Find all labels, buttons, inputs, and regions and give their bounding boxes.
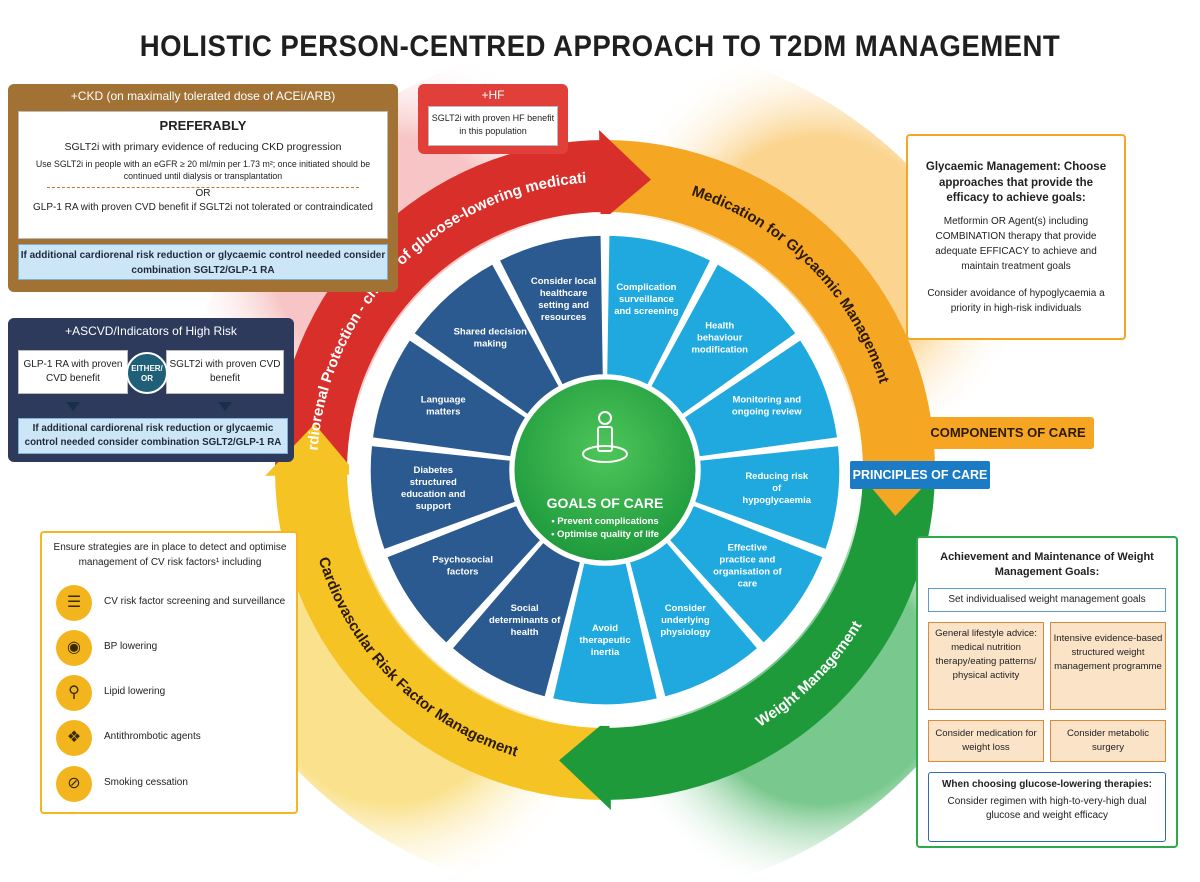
weight-arrow-tip — [559, 717, 611, 810]
clipboard-icon: ☰ — [56, 585, 92, 621]
weight-medication-box: Consider medication for weight loss — [928, 720, 1044, 762]
weight-set-goals: Set individualised weight management goa… — [928, 588, 1166, 612]
cv-risk-item: ⊘ Smoking cessation — [56, 766, 286, 806]
weight-ring-segment — [605, 470, 935, 800]
glycaemic-panel: Glycaemic Management: Choose approaches … — [906, 134, 1126, 340]
ckd-line-2: Use SGLT2i in people with an eGFR ≥ 20 m… — [35, 159, 371, 181]
weight-choosing-box: When choosing glucose-lowering therapies… — [928, 772, 1166, 842]
ckd-combination-box: If additional cardiorenal risk reduction… — [18, 244, 388, 280]
ascvd-sglt2i-box: SGLT2i with proven CVD benefit — [166, 350, 284, 394]
ckd-header: +CKD (on maximally tolerated dose of ACE… — [70, 89, 336, 103]
ckd-line-1: SGLT2i with primary evidence of reducing… — [64, 141, 342, 153]
cv-risk-item-label: Antithrombotic agents — [104, 731, 201, 742]
weight-choosing-body: Consider regimen with high-to-very-high … — [947, 795, 1147, 822]
principle-segment — [371, 338, 528, 458]
principle-segment — [385, 504, 542, 645]
cardiorenal-ring-segment — [275, 140, 605, 470]
principle-segment — [412, 262, 561, 416]
principle-segment — [498, 234, 605, 387]
cv-risk-item: ⚲ Lipid lowering — [56, 675, 286, 715]
glycaemic-body-1: Metformin OR Agent(s) including COMBINAT… — [935, 216, 1097, 272]
principle-segment — [628, 541, 760, 699]
arrow-down-icon — [66, 402, 80, 411]
blood-pressure-icon: ◉ — [56, 630, 92, 666]
lipid-icon: ⚲ — [56, 675, 92, 711]
weight-intensive-box: Intensive evidence-based structured weig… — [1050, 622, 1166, 710]
pill-icon: ❖ — [56, 720, 92, 756]
cv-risk-item-label: Lipid lowering — [104, 686, 166, 697]
principle-segment — [450, 541, 582, 699]
glycaemic-ring-segment — [605, 140, 935, 470]
ckd-divider — [47, 186, 359, 188]
ckd-preferably-box: PREFERABLY SGLT2i with primary evidence … — [18, 111, 388, 239]
goals-title: GOALS OF CARE — [547, 495, 664, 511]
principle-segment — [551, 561, 659, 706]
principle-segment — [668, 504, 825, 645]
goals-item: • Optimise quality of life — [551, 529, 659, 540]
glycaemic-body-2: Consider avoidance of hypoglycaemia a pr… — [927, 288, 1105, 314]
person-icon — [582, 411, 628, 463]
principles-of-care-label: PRINCIPLES OF CARE — [850, 461, 990, 489]
either-or-badge: EITHER/ OR — [126, 352, 168, 394]
principle-segment — [369, 444, 517, 551]
weight-panel: Achievement and Maintenance of Weight Ma… — [916, 536, 1178, 848]
principle-segment — [649, 262, 798, 416]
ascvd-glp1-box: GLP-1 RA with proven CVD benefit — [18, 350, 128, 394]
hf-body: SGLT2i with proven HF benefit in this po… — [428, 106, 558, 146]
cv-arrow-tip — [265, 424, 358, 476]
glycaemic-heading: Glycaemic Management: Choose approaches … — [925, 161, 1107, 205]
cv-risk-item: ❖ Antithrombotic agents — [56, 720, 286, 760]
ascvd-header: +ASCVD/Indicators of High Risk — [65, 324, 237, 338]
cv-risk-item: ☰ CV risk factor screening and surveilla… — [56, 585, 286, 625]
principle-segment — [682, 338, 839, 458]
page-title: HOLISTIC PERSON-CENTRED APPROACH TO T2DM… — [139, 30, 1061, 63]
principle-segment — [605, 234, 712, 387]
ckd-preferably-label: PREFERABLY — [159, 118, 247, 133]
cardiorenal-arrow-tip — [599, 130, 651, 223]
ascvd-panel: +ASCVD/Indicators of High Risk GLP-1 RA … — [8, 318, 294, 462]
weight-heading: Achievement and Maintenance of Weight Ma… — [940, 551, 1154, 578]
weight-lifestyle-box: General lifestyle advice: medical nutrit… — [928, 622, 1044, 710]
cv-risk-item-label: BP lowering — [104, 641, 158, 652]
arrow-down-icon — [218, 402, 232, 411]
weight-choosing-heading: When choosing glucose-lowering therapies… — [941, 779, 1153, 790]
cv-risk-item-label: CV risk factor screening and surveillanc… — [104, 596, 286, 607]
cv-risk-panel: Ensure strategies are in place to detect… — [40, 531, 298, 814]
weight-surgery-box: Consider metabolic surgery — [1050, 720, 1166, 762]
ckd-panel: +CKD (on maximally tolerated dose of ACE… — [8, 84, 398, 292]
cv-risk-intro: Ensure strategies are in place to detect… — [53, 542, 287, 568]
cv-ring-segment — [275, 470, 605, 800]
ascvd-combination-box: If additional cardiorenal risk reduction… — [18, 418, 288, 454]
no-smoking-icon: ⊘ — [56, 766, 92, 802]
goals-item: • Prevent complications — [551, 516, 658, 527]
hf-header: +HF — [481, 88, 505, 102]
principle-segment — [693, 444, 841, 551]
ckd-line-3: GLP-1 RA with proven CVD benefit if SGLT… — [33, 201, 373, 213]
goals-circle — [511, 376, 699, 564]
ckd-or-label: OR — [189, 187, 217, 199]
hf-panel: +HF SGLT2i with proven HF benefit in thi… — [418, 84, 568, 154]
cv-risk-item: ◉ BP lowering — [56, 630, 286, 670]
cv-risk-item-label: Smoking cessation — [104, 777, 188, 788]
components-of-care-label: COMPONENTS OF CARE — [922, 417, 1094, 449]
